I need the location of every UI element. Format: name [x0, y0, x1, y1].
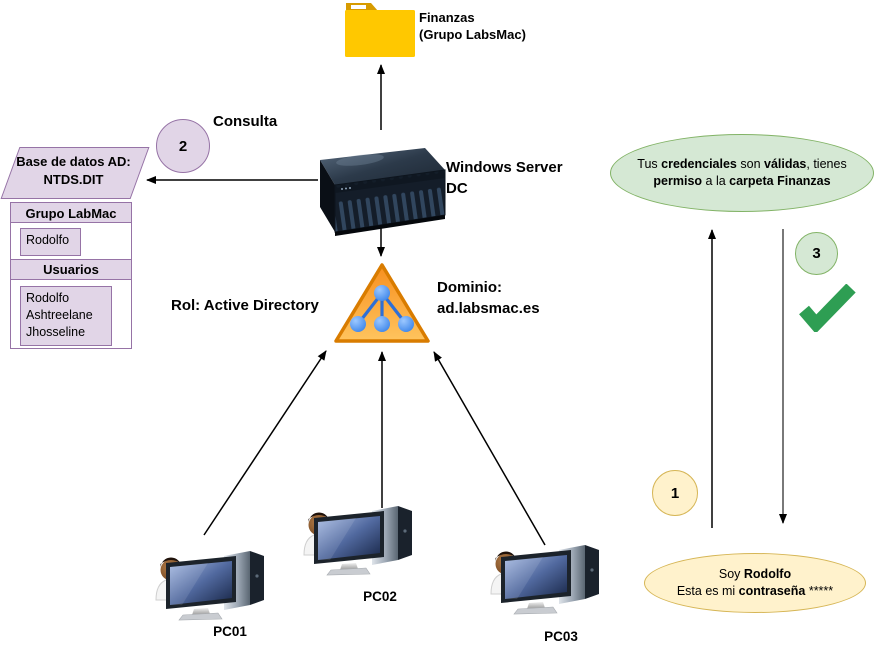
response-text: a la	[702, 174, 730, 188]
response-text: , tienes	[806, 157, 847, 171]
response-text-bold: válidas	[764, 157, 807, 171]
group-table-header: Grupo LabMac	[10, 202, 132, 223]
ad-database-label: Base de datos AD: NTDS.DIT	[16, 154, 131, 187]
role-label: Rol: Active Directory	[171, 297, 319, 314]
response-text: son	[736, 157, 764, 171]
group-member-cell: Rodolfo	[20, 228, 81, 256]
consulta-label: Consulta	[213, 113, 278, 130]
arrow-pc03-to-triangle	[433, 351, 546, 546]
request-text: *****	[805, 584, 834, 598]
folder-icon	[345, 3, 415, 57]
arrow-pc01-to-triangle	[203, 350, 327, 536]
folder-label: Finanzas (Grupo LabsMac)	[419, 10, 526, 42]
response-text-bold: carpeta Finanzas	[729, 174, 831, 188]
pc02-label: PC02	[363, 589, 397, 604]
ad-database-tables: Grupo LabMac Rodolfo Usuarios Rodolfo As…	[10, 202, 132, 349]
step-1-number: 1	[670, 484, 680, 502]
computer-icon	[314, 506, 412, 576]
pc03-label: PC03	[544, 629, 578, 644]
response-text-bold: permiso	[653, 174, 703, 188]
auth-response-bubble: Tus credenciales son válidas, tienes per…	[610, 134, 874, 212]
server-icon	[320, 148, 446, 236]
step-3-badge: 3	[795, 232, 838, 275]
users-list-cell: Rodolfo Ashtreelane Jhosseline	[20, 286, 112, 346]
step-1-badge: 1	[652, 470, 698, 516]
response-text: Tus	[637, 157, 662, 171]
users-table-header: Usuarios	[10, 260, 132, 280]
network-icon	[350, 285, 414, 332]
workstation-pc01-icon	[155, 551, 264, 621]
pc01-label: PC01	[213, 624, 247, 639]
checkmark-icon	[799, 284, 856, 332]
request-text: Soy	[718, 567, 744, 581]
users-table-body: Rodolfo Ashtreelane Jhosseline	[10, 280, 132, 349]
request-text-bold: contraseña	[738, 584, 806, 598]
workstation-pc02-icon	[303, 506, 412, 576]
step-2-number: 2	[178, 137, 188, 155]
server-label: Windows Server DC	[446, 159, 563, 197]
group-table-body: Rodolfo	[10, 223, 132, 260]
workstation-pc03-icon	[490, 545, 599, 615]
computer-icon	[501, 545, 599, 615]
computer-icon	[166, 551, 264, 621]
request-text-bold: Rodolfo	[743, 567, 792, 581]
step-3-number: 3	[812, 245, 821, 262]
domain-label: Dominio: ad.labsmac.es	[437, 279, 540, 317]
response-text-bold: credenciales	[661, 157, 737, 171]
domain-triangle-icon	[334, 263, 430, 343]
auth-request-bubble: Soy Rodolfo Esta es mi contraseña *****	[644, 553, 866, 613]
step-2-badge: 2	[156, 119, 210, 173]
request-text: Esta es mi	[676, 584, 739, 598]
